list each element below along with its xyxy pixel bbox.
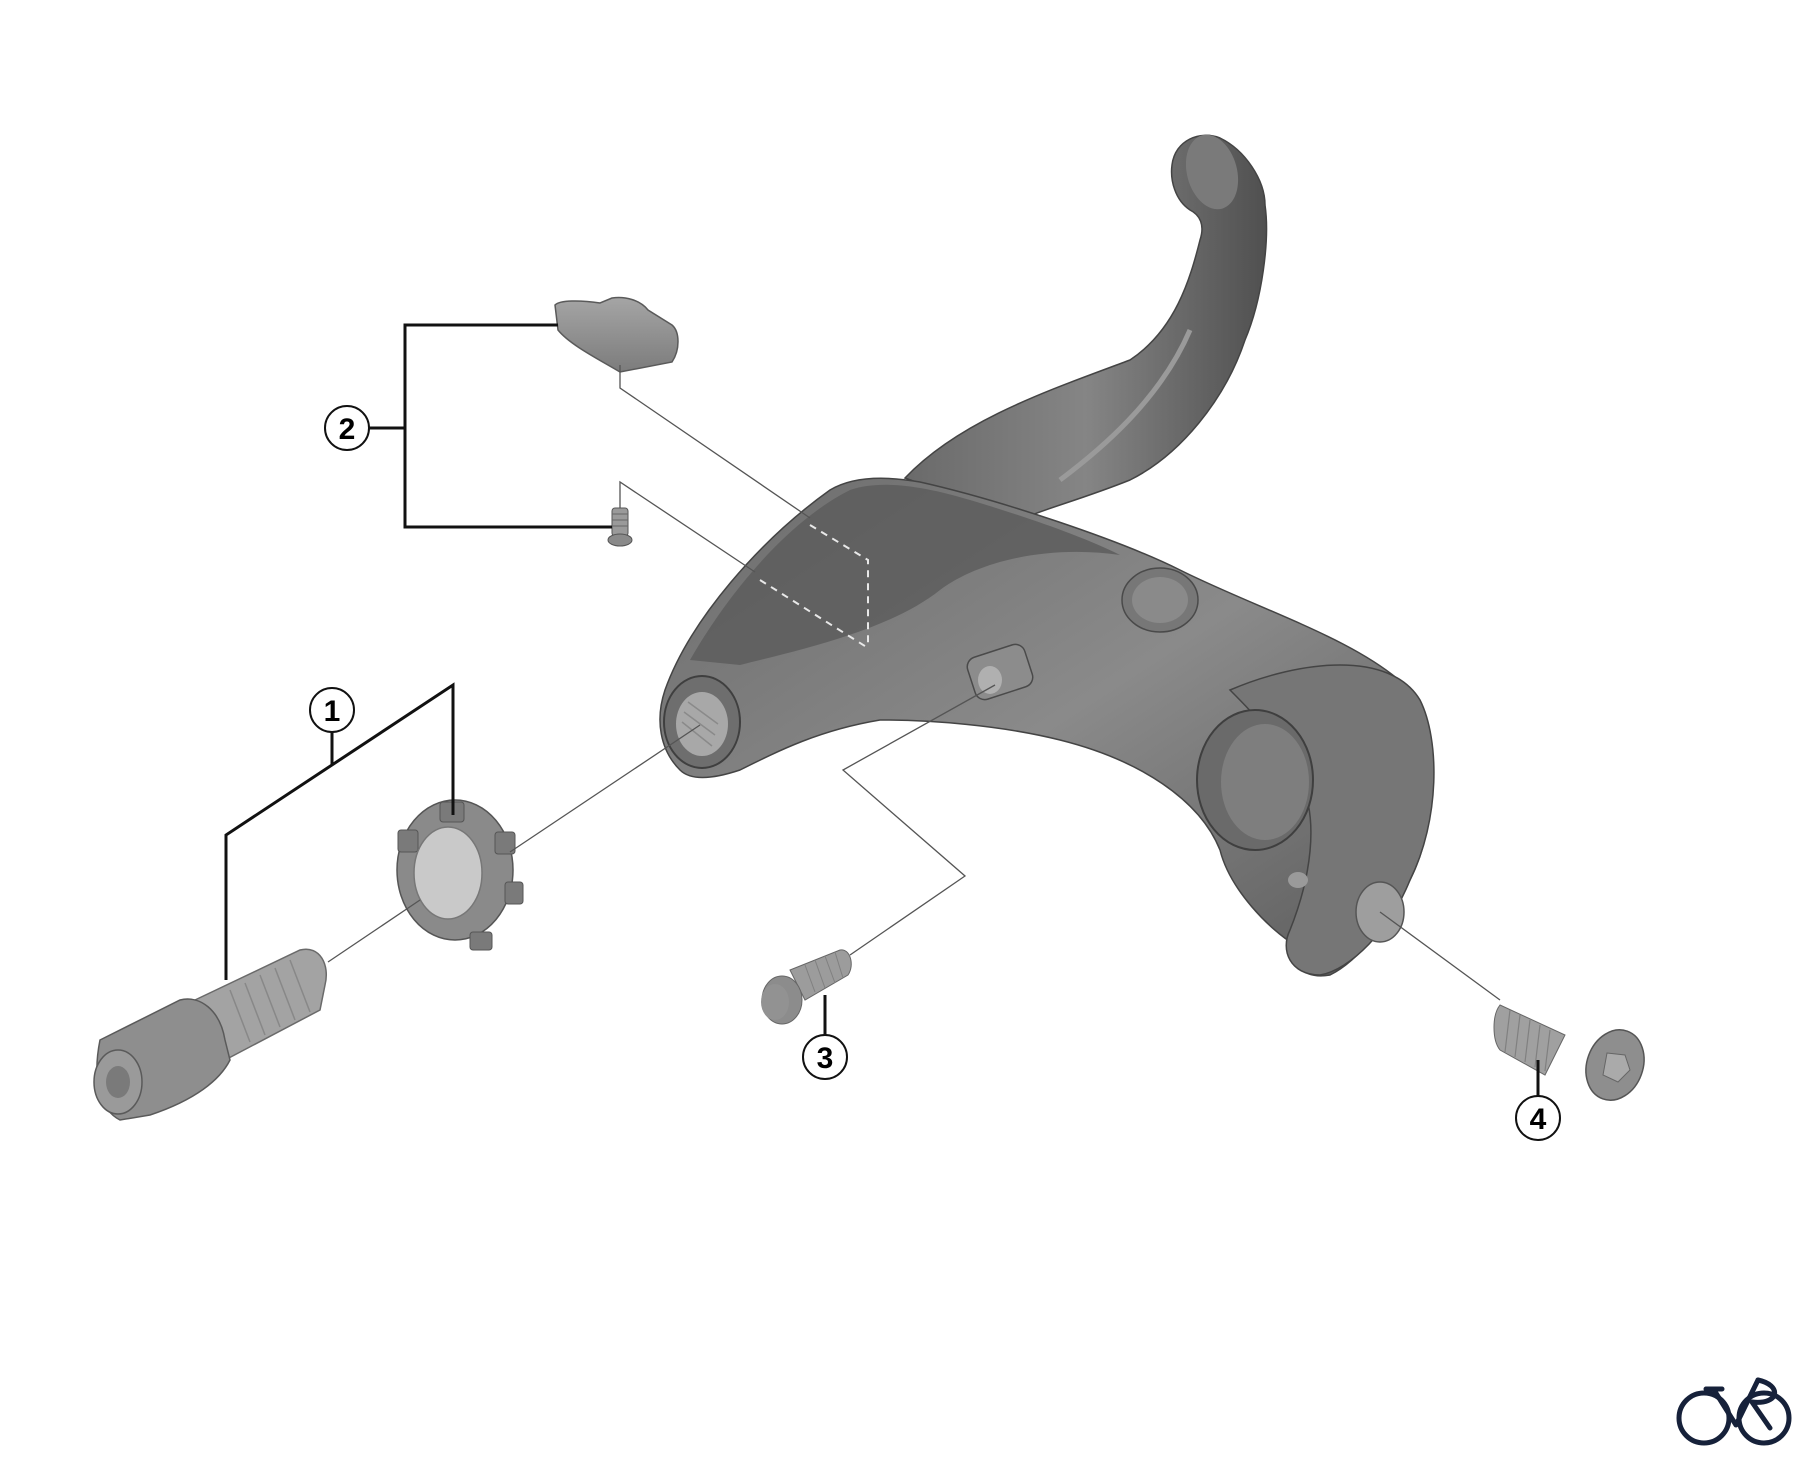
lever-body (659, 477, 1435, 977)
callout-2-leader (369, 323, 612, 529)
barrel-adjuster-part (93, 948, 327, 1121)
bicycle-logo-icon (1676, 1377, 1792, 1446)
callout-2-number: 2 (339, 413, 356, 446)
callout-3-number: 3 (817, 1042, 834, 1075)
assembly-lines (327, 365, 1501, 1001)
callout-4-number: 4 (1530, 1103, 1547, 1136)
callout-4[interactable]: 4 (1515, 1095, 1561, 1141)
cover-screw-part (607, 507, 633, 547)
callout-3[interactable]: 3 (802, 1034, 848, 1080)
lever-cover-part (554, 296, 679, 373)
lock-nut-part (396, 799, 524, 951)
clamp-bolt-part (1493, 1004, 1645, 1101)
callout-1[interactable]: 1 (309, 687, 355, 733)
callout-2[interactable]: 2 (324, 405, 370, 451)
lever-blade (903, 134, 1268, 521)
callout-1-leader (224, 682, 455, 980)
callout-1-number: 1 (324, 695, 341, 728)
reach-screw-part (761, 949, 852, 1025)
